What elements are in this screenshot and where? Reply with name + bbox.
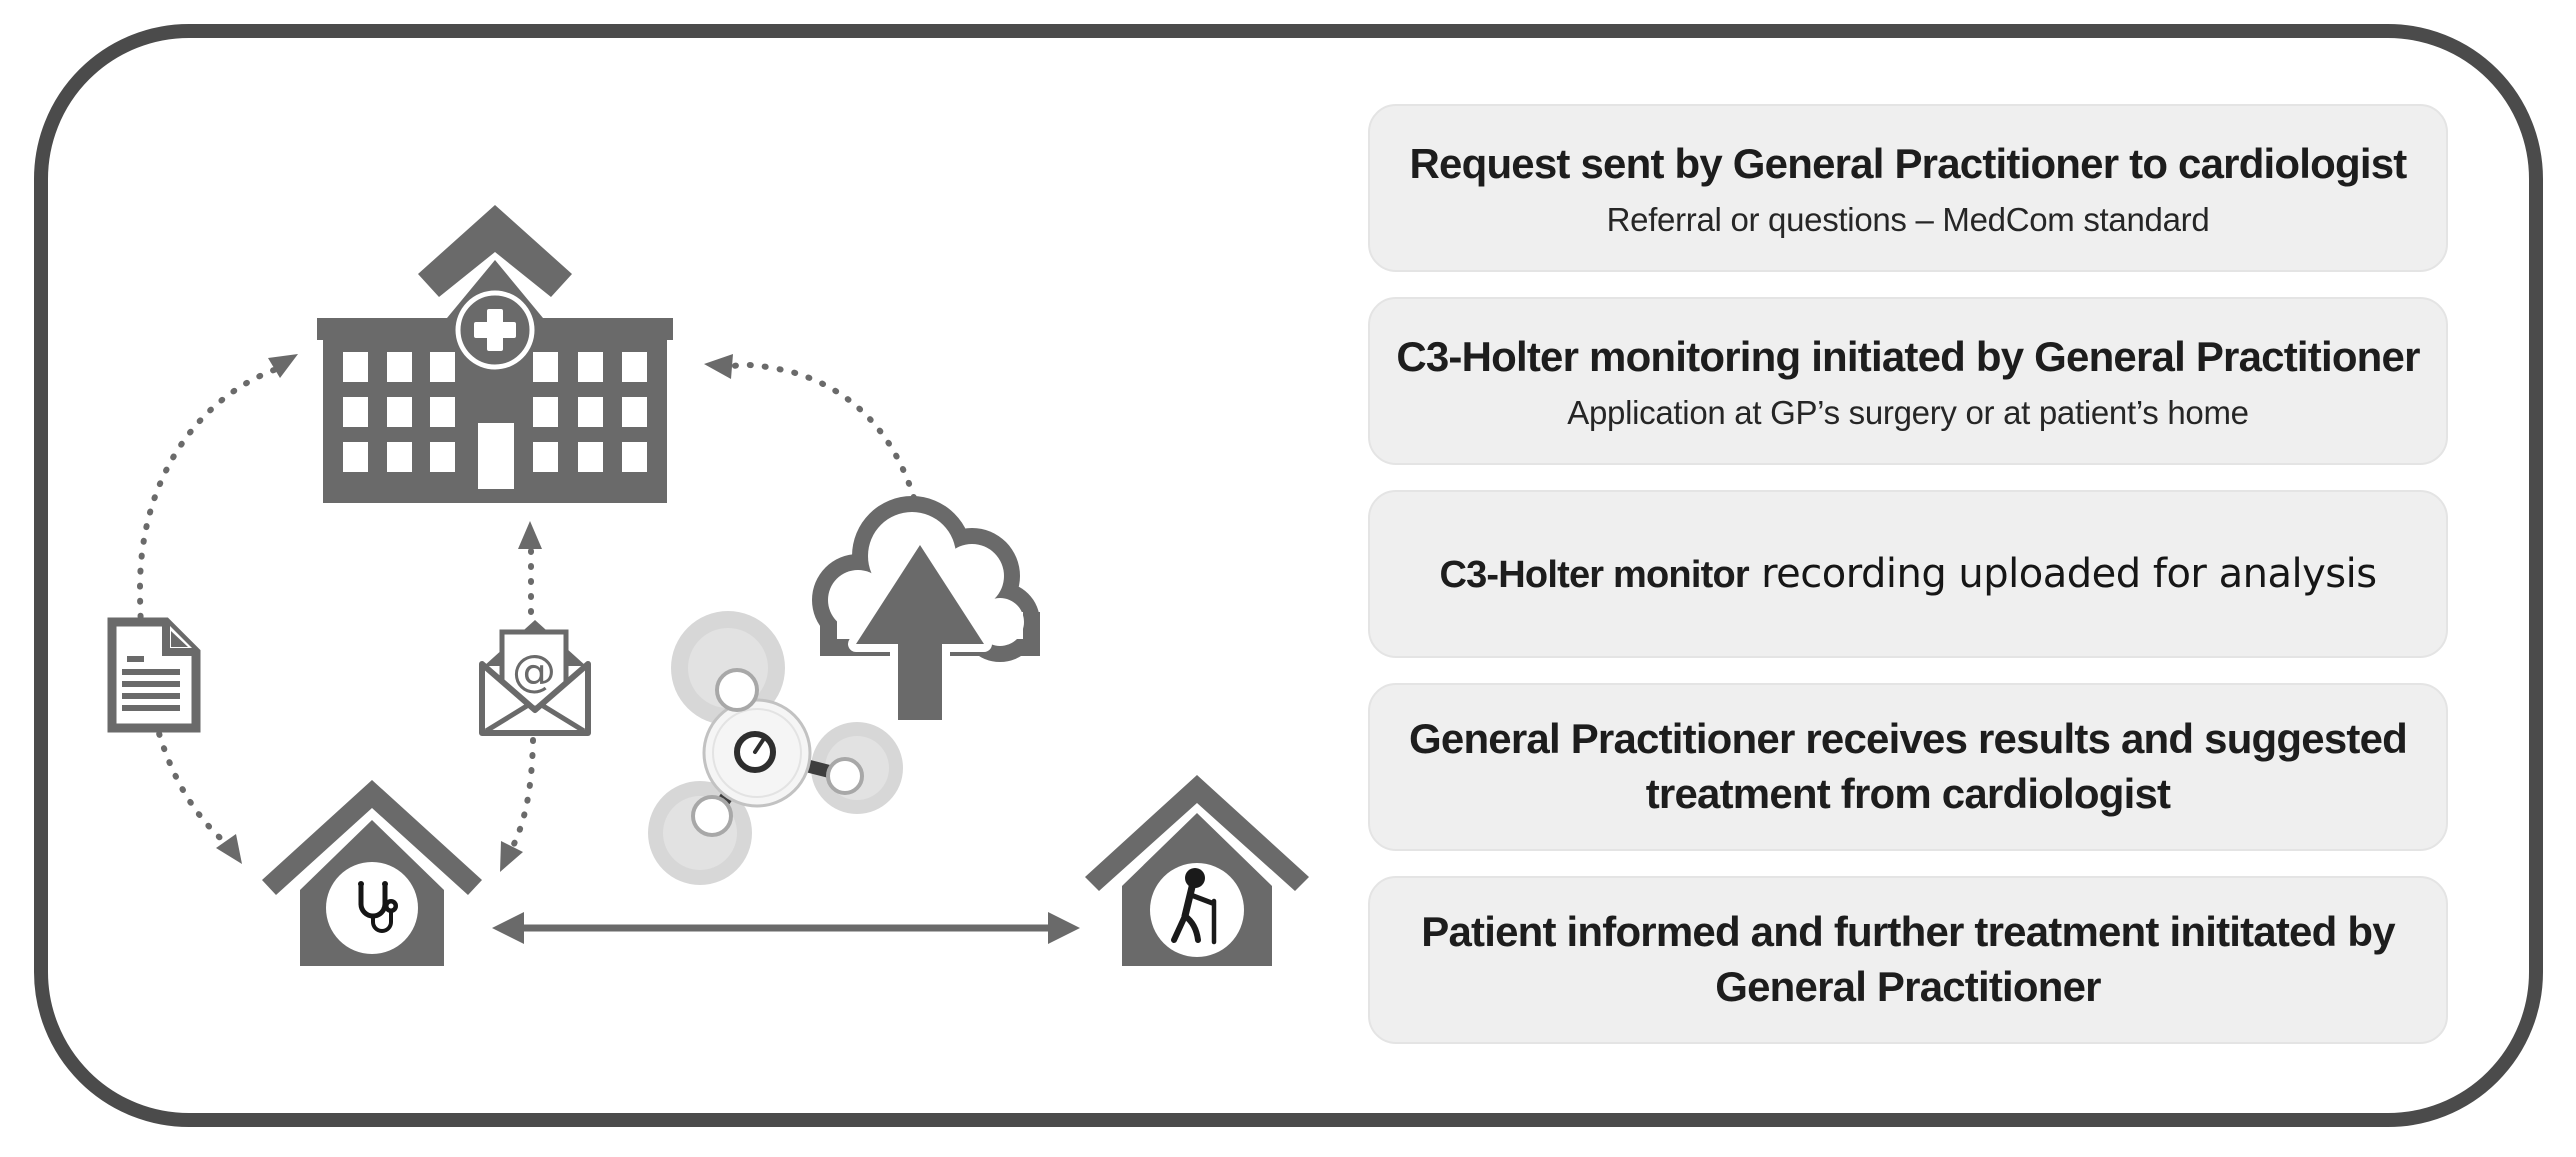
step-title: C3-Holter monitoring initiated by Genera… <box>1396 333 2420 381</box>
step-box-patient-informed: Patient informed and further treatment i… <box>1368 876 2448 1044</box>
cloud-upload-icon <box>812 496 1040 728</box>
step-list: Request sent by General Practitioner to … <box>1368 104 2448 1044</box>
step-title: C3-Holter monitor recording uploaded for… <box>1439 551 2377 597</box>
step-subtitle: Referral or questions – MedCom standard <box>1606 200 2210 238</box>
step-title-part2: recording uploaded for analysis <box>1748 551 2377 597</box>
person-with-cane-icon <box>1171 868 1217 945</box>
step-box-request: Request sent by General Practitioner to … <box>1368 104 2448 272</box>
device-dial-icon <box>734 731 776 773</box>
message-line-arrow <box>511 548 536 847</box>
referral-arc-arrow <box>136 367 277 847</box>
hospital-icon <box>317 205 673 503</box>
referral-arc-arrowhead-bottom <box>216 834 242 864</box>
at-symbol: @ <box>512 646 556 697</box>
patient-house-icon <box>1085 775 1309 966</box>
step-box-upload: C3-Holter monitor recording uploaded for… <box>1368 490 2448 658</box>
device-hubs <box>691 668 864 837</box>
message-arrowhead-down <box>500 841 523 872</box>
message-arrowhead-up <box>518 521 542 549</box>
upload-arc-arrow <box>731 361 917 501</box>
step-title-part1: C3-Holter monitor <box>1439 554 1749 596</box>
medical-cross-icon <box>474 309 516 351</box>
stethoscope-icon <box>358 881 398 933</box>
step-subtitle: Application at GP’s surgery or at patien… <box>1567 393 2249 431</box>
document-icon <box>107 617 201 733</box>
holter-device-image <box>648 611 903 885</box>
step-title: Request sent by General Practitioner to … <box>1409 140 2408 188</box>
step-title: General Practitioner receives results an… <box>1409 715 2408 817</box>
home-visit-arrow <box>492 912 1080 944</box>
step-box-results: General Practitioner receives results an… <box>1368 683 2448 851</box>
gp-house-icon <box>262 780 482 966</box>
referral-arc-arrowhead-top <box>268 354 298 378</box>
upload-arc-arrowhead <box>704 354 733 379</box>
outer-border <box>34 24 2543 1127</box>
step-title: Patient informed and further treatment i… <box>1421 908 2395 1010</box>
email-icon: @ <box>479 620 591 736</box>
step-box-monitoring: C3-Holter monitoring initiated by Genera… <box>1368 297 2448 465</box>
